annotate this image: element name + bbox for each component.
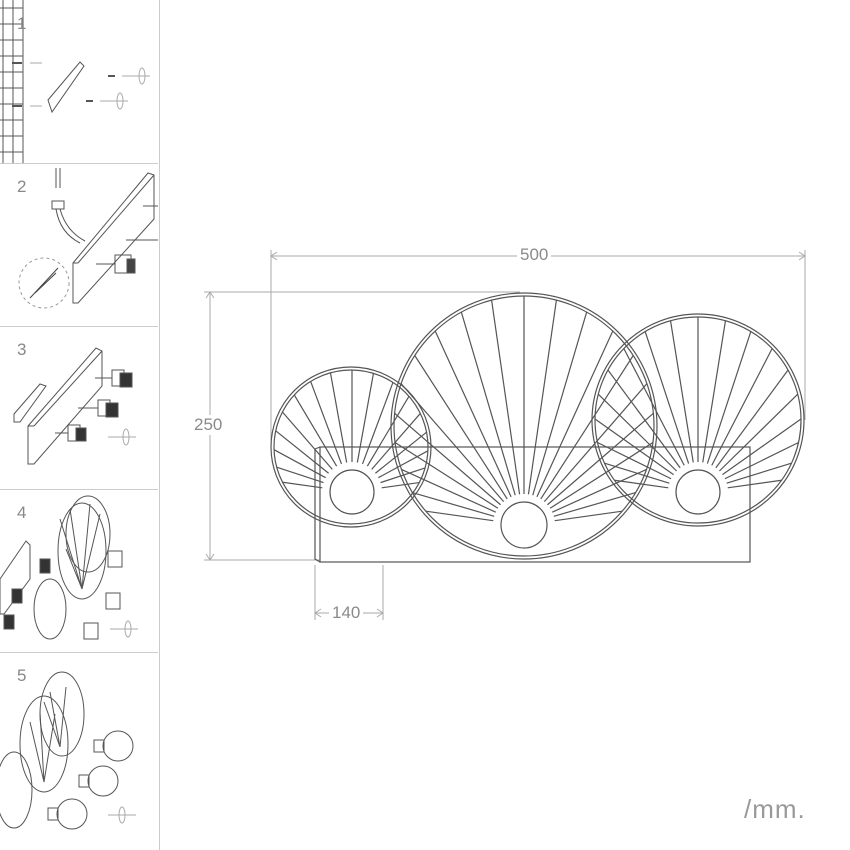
right-shade-spoke xyxy=(597,441,672,480)
center-shade-spoke xyxy=(434,330,512,498)
left-shade-ring-inner xyxy=(273,369,429,525)
left-shade-spoke xyxy=(361,382,394,465)
insert-bulbs-icon xyxy=(0,671,136,830)
assembly-steps-sidebar: 1 2 xyxy=(0,0,160,850)
left-shade-ring xyxy=(270,366,432,528)
right-shade-spoke xyxy=(724,441,799,480)
right-shade-spoke xyxy=(726,462,792,484)
right-shade-spoke xyxy=(594,418,674,476)
right-shade-spoke xyxy=(669,320,694,463)
right-shade-spoke xyxy=(597,393,678,472)
center-shade-spoke xyxy=(532,311,588,496)
center-shade-spoke xyxy=(414,355,508,500)
right-shade-spoke xyxy=(715,369,789,469)
center-shade-ring xyxy=(390,292,658,560)
center-shade-spoke xyxy=(400,383,505,502)
center-shade-spoke xyxy=(543,383,648,502)
center-shade-spoke xyxy=(549,442,654,509)
right-shade-spoke xyxy=(614,479,669,489)
right-shade-spoke xyxy=(718,393,799,472)
left-shade-spoke xyxy=(381,481,420,489)
right-shade-spoke xyxy=(722,418,802,476)
step-number: 4 xyxy=(17,503,27,522)
step-2-panel: 2 xyxy=(0,163,158,327)
attach-shades-icon xyxy=(0,495,138,640)
right-shade-spoke xyxy=(706,331,752,464)
step-number: 5 xyxy=(17,666,27,685)
step-number: 1 xyxy=(17,14,27,33)
center-shade-spoke xyxy=(394,442,499,509)
height-label: 250 xyxy=(191,415,226,435)
left-shade-spoke xyxy=(356,373,375,463)
dimension-lines xyxy=(204,250,806,620)
left-shade-spoke xyxy=(329,372,348,463)
right-shade-spoke xyxy=(702,320,727,463)
step-3-panel: 3 xyxy=(0,326,158,490)
right-shade-ring xyxy=(591,313,805,527)
left-shade-spoke xyxy=(276,466,324,484)
left-shade-spoke xyxy=(310,381,343,465)
left-shade-spoke xyxy=(275,430,329,474)
center-shade-spoke xyxy=(394,412,501,506)
center-shade-spoke xyxy=(460,311,516,496)
right-shade-spoke xyxy=(727,479,782,489)
center-shade-spoke xyxy=(540,355,634,500)
width-label: 500 xyxy=(517,245,552,265)
bracket-sockets-icon xyxy=(13,347,136,465)
center-shade-spoke xyxy=(551,468,647,513)
center-shade-spoke xyxy=(490,300,521,495)
step-5-panel: 5 xyxy=(0,652,158,850)
right-shade-spoke xyxy=(644,331,690,464)
step-number: 2 xyxy=(17,177,27,196)
left-shade-spoke xyxy=(380,467,426,484)
center-shade-spoke xyxy=(425,510,494,522)
left-shade-spoke xyxy=(371,413,421,470)
center-shade-spoke xyxy=(536,330,614,498)
wall-mount-plate-icon xyxy=(0,0,150,163)
center-shade-spoke xyxy=(527,300,558,495)
center-shade-spoke xyxy=(553,491,636,517)
right-shade-spoke xyxy=(623,348,685,466)
unit-label: /mm. xyxy=(744,794,806,824)
right-shade-spoke xyxy=(711,348,773,466)
right-shade-spoke xyxy=(604,462,670,484)
right-shade-spoke xyxy=(607,369,681,469)
center-shade-spoke xyxy=(547,412,654,506)
center-shade-spoke xyxy=(401,468,497,513)
wiring-connection-icon xyxy=(18,168,158,309)
right-shade-bulb-hub xyxy=(675,469,721,515)
left-shade-spoke xyxy=(293,394,338,467)
left-shade-bulb-hub xyxy=(329,469,375,515)
left-shade-spoke xyxy=(375,431,427,474)
depth-label: 140 xyxy=(329,603,364,623)
left-shade-spoke xyxy=(366,395,410,467)
step-number: 3 xyxy=(17,340,27,359)
left-shade-spoke xyxy=(281,411,333,470)
center-shade-spoke xyxy=(412,491,495,517)
left-shade-spoke xyxy=(378,450,429,479)
center-shade-spoke xyxy=(554,510,623,522)
left-shade-spoke xyxy=(273,449,326,479)
center-shade-bulb-hub xyxy=(500,501,548,549)
step-4-panel: 4 xyxy=(0,489,158,653)
step-1-panel: 1 xyxy=(0,0,158,164)
left-shade-spoke xyxy=(282,481,323,489)
